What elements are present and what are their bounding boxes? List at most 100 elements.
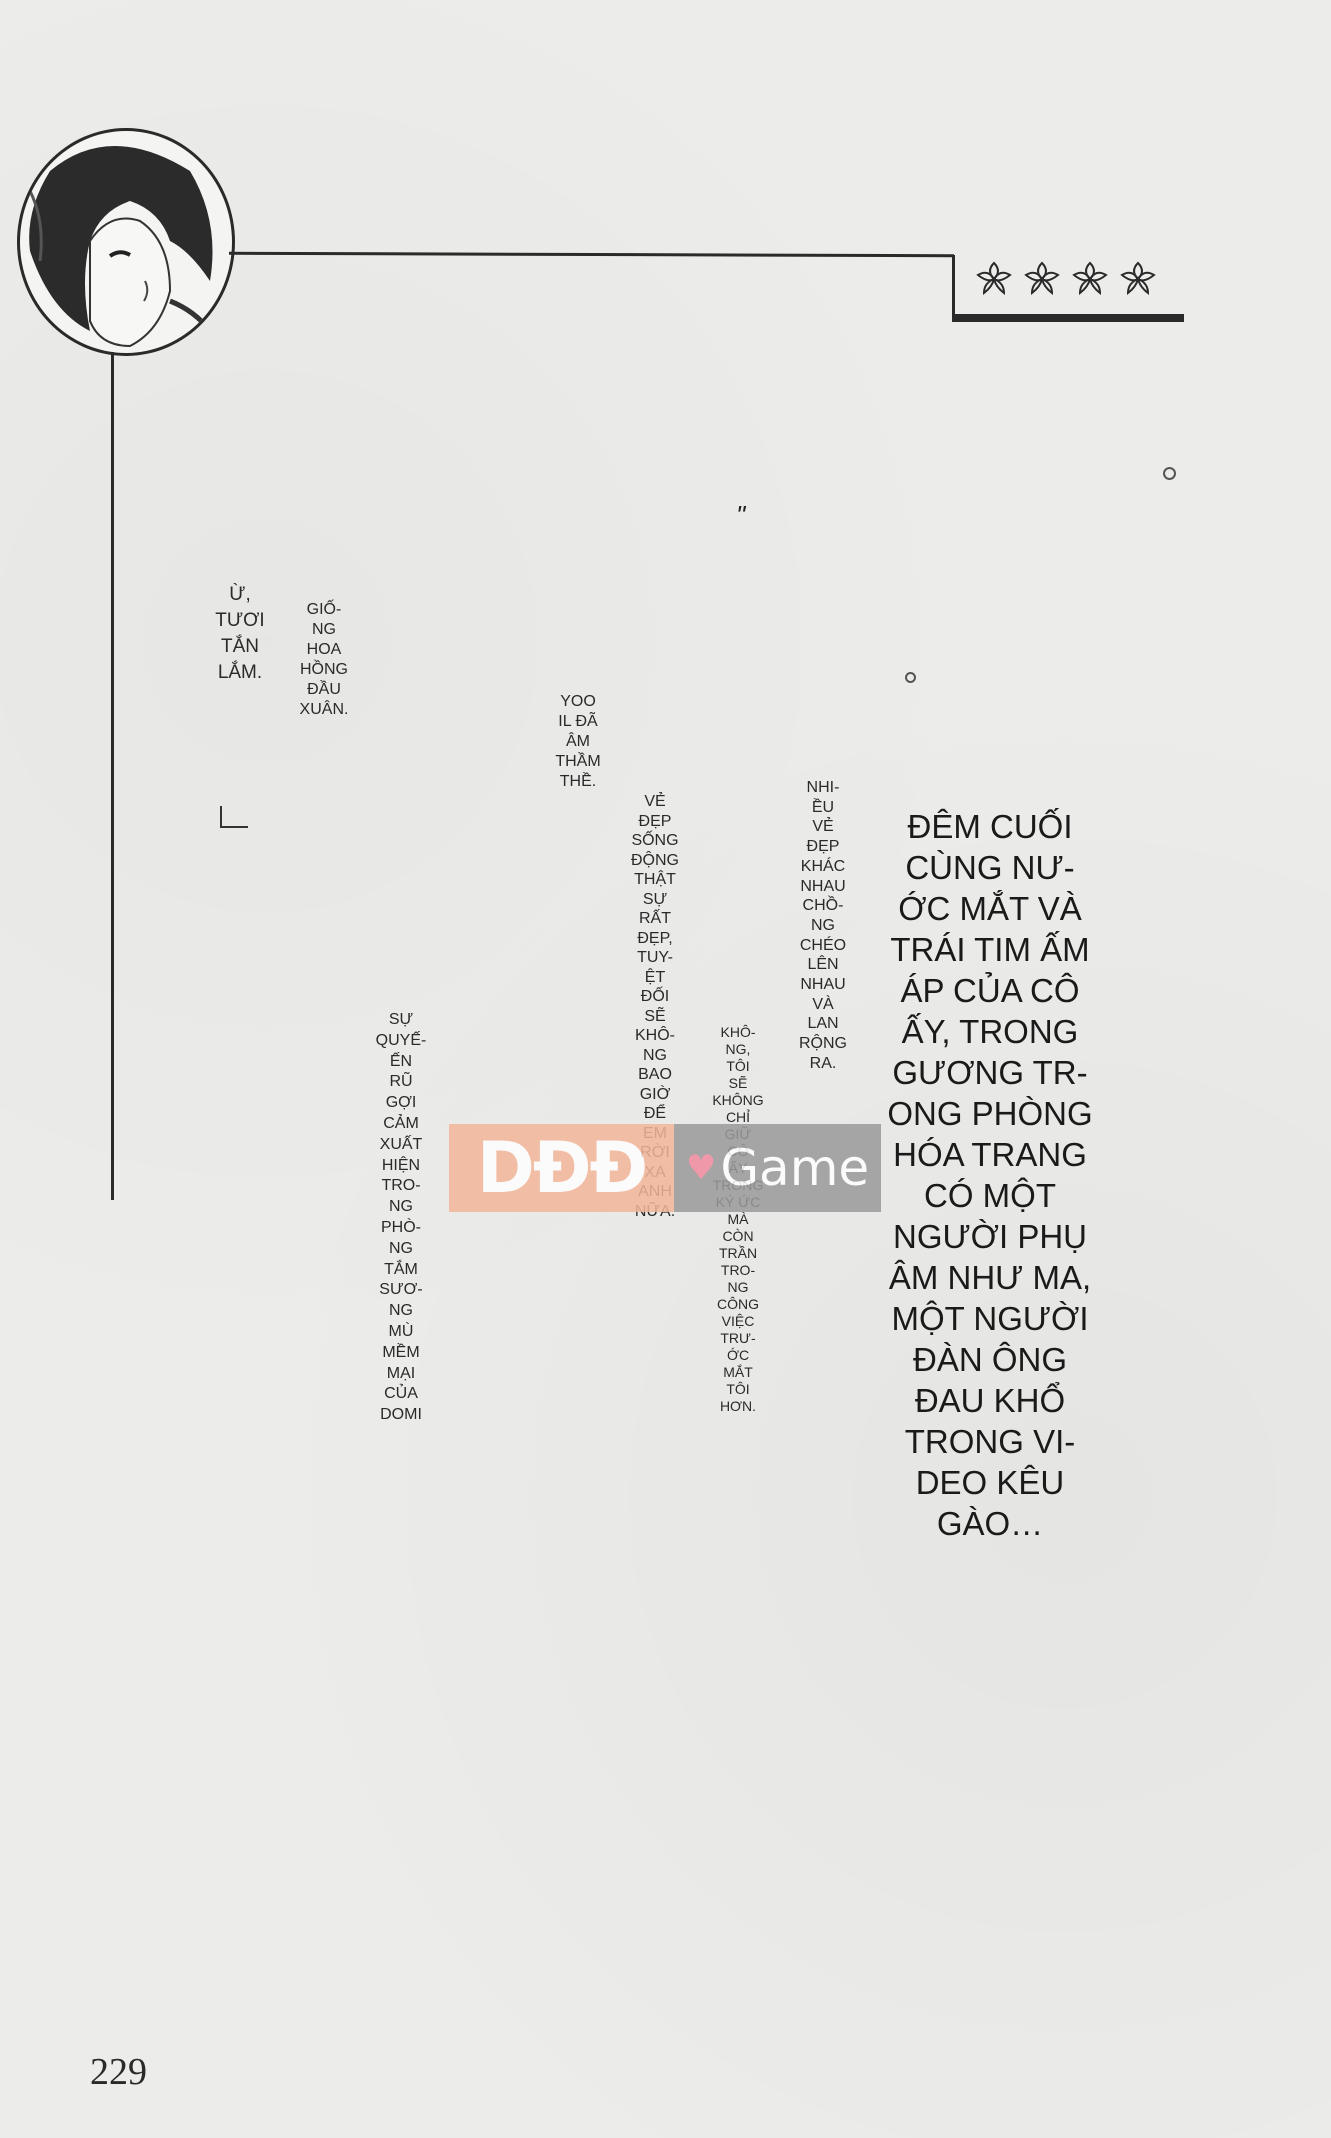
quote-mark: " xyxy=(736,500,746,530)
text-line: ÁP CỦA CÔ xyxy=(900,972,1080,1009)
text-line: LẮM. xyxy=(217,662,263,683)
watermark-logo: DĐĐ ♥ Game xyxy=(449,1124,881,1212)
text-line: TRÁI TIM ẤM xyxy=(890,931,1090,968)
text-line: RỘNG xyxy=(799,1035,847,1053)
text-line: ĐÀN ÔNG xyxy=(912,1341,1067,1378)
text-line: XUẤT xyxy=(379,1135,423,1153)
text-line: GÀO… xyxy=(936,1505,1044,1542)
text-line: TRẦN xyxy=(718,1245,758,1261)
text-line: CẢM xyxy=(383,1114,419,1132)
watermark-left: DĐĐ xyxy=(449,1124,674,1212)
text-line: HOA xyxy=(306,641,342,658)
text-line: ĐẸP, xyxy=(637,929,673,947)
text-line: ĐAU KHỔ xyxy=(914,1382,1066,1419)
text-line: THẦM xyxy=(555,753,601,770)
text-line: SỰ xyxy=(642,890,668,908)
watermark-right: ♥ Game xyxy=(674,1124,881,1212)
heart-icon: ♥ xyxy=(685,1148,717,1188)
text-line: XUÂN. xyxy=(299,701,349,718)
text-line: VẺ xyxy=(644,793,666,810)
text-line: ONG PHÒNG xyxy=(887,1095,1093,1132)
text-line: SẼ xyxy=(728,1075,748,1091)
caption-dem-cuoi: ĐÊM CUỐI CÙNG NƯ- ỚC MẮT VÀ TRÁI TIM ẤM ÁP C… xyxy=(870,806,1110,1544)
text-line: DEO KÊU xyxy=(915,1464,1065,1501)
text-line: NG xyxy=(811,916,835,934)
text-line: TRO- xyxy=(720,1262,756,1278)
text-line: CỦA xyxy=(384,1385,418,1403)
text-line: ÂM xyxy=(566,733,590,750)
text-line: NG xyxy=(727,1279,749,1295)
text-line: KHÔNG xyxy=(712,1092,764,1108)
text-line: BAO xyxy=(638,1066,672,1083)
text-line: GIỐ- xyxy=(306,601,342,618)
text-line: TRO- xyxy=(381,1177,421,1195)
text-line: ỚC MẮT VÀ xyxy=(898,890,1082,927)
text-line: RA. xyxy=(809,1054,837,1072)
text-line: PHÒ- xyxy=(381,1218,421,1236)
text-line: SỰ xyxy=(388,1011,414,1028)
text-line: TÔI xyxy=(726,1381,750,1397)
text-line: GƯƠNG TR- xyxy=(892,1054,1088,1091)
text-line: LÊN xyxy=(807,956,839,974)
text-line: QUYẾ- xyxy=(375,1031,427,1049)
text-line: THẬT xyxy=(634,871,676,888)
text-line: TẮM xyxy=(384,1260,418,1278)
frame-top-line xyxy=(228,251,955,258)
bracket-mark xyxy=(220,806,248,828)
text-line: HÓA TRANG xyxy=(893,1136,1087,1173)
text-line: ĐÊM CUỐI xyxy=(907,808,1073,845)
text-line: ĐỐI xyxy=(640,988,670,1005)
text-line: VẺ xyxy=(812,818,834,836)
text-line: HƠN. xyxy=(719,1398,757,1414)
text-line: SƯƠ- xyxy=(379,1281,423,1299)
text-line: RŨ xyxy=(389,1073,413,1091)
text-line: TUY- xyxy=(637,949,673,966)
text-line: NHAU xyxy=(800,877,846,895)
text-line: CÙNG NƯ- xyxy=(905,849,1075,886)
text-line: VÀ xyxy=(812,995,834,1013)
text-line: NG, xyxy=(725,1041,751,1057)
frame-thick-line xyxy=(952,314,1184,322)
text-line: NG xyxy=(389,1302,413,1320)
text-line: HỒNG xyxy=(300,661,348,678)
text-line: Ừ, xyxy=(229,584,251,605)
frame-left-line xyxy=(111,352,114,1200)
text-line: RẤT xyxy=(639,910,671,927)
speck xyxy=(905,672,916,683)
text-line: ĐẦU xyxy=(307,681,341,698)
text-line: MẮT xyxy=(723,1364,753,1380)
character-portrait xyxy=(17,128,235,356)
text-line: TRƯ- xyxy=(720,1330,756,1346)
text-line: KHÔ- xyxy=(635,1027,675,1044)
text-line: ẾN xyxy=(389,1052,413,1070)
text-line: CHỈ xyxy=(725,1109,751,1125)
text-line: TẮN xyxy=(221,636,259,657)
text-line: TRONG VI- xyxy=(904,1423,1076,1460)
text-line: CHÉO xyxy=(799,936,847,954)
frame-step-line xyxy=(952,255,955,319)
text-line: ỀU xyxy=(811,798,835,816)
text-line: TÔI xyxy=(726,1058,750,1074)
text-line: LAN xyxy=(807,1015,839,1033)
text-line: YOO xyxy=(560,693,596,710)
text-line: ĐỘNG xyxy=(631,851,679,869)
text-line: ĐỂ xyxy=(643,1105,667,1122)
text-line: NG xyxy=(389,1198,413,1216)
caption-gio-ng-hoa: GIỐ- NG HOA HỒNG ĐẦU XUÂN. xyxy=(292,600,356,720)
text-line: NG xyxy=(643,1046,667,1064)
flower-ornament-icon xyxy=(976,261,1156,296)
text-line: THỀ. xyxy=(559,773,597,790)
text-line: HIỆN xyxy=(381,1156,421,1174)
text-line: ỆT xyxy=(644,968,666,986)
text-line: NHI- xyxy=(806,779,840,796)
text-line: NG xyxy=(389,1239,413,1257)
text-line: ẤY, TRONG xyxy=(901,1013,1079,1050)
text-line: NG xyxy=(312,621,336,638)
text-line: MẠI xyxy=(386,1364,416,1382)
text-line: MÙ xyxy=(388,1322,414,1340)
